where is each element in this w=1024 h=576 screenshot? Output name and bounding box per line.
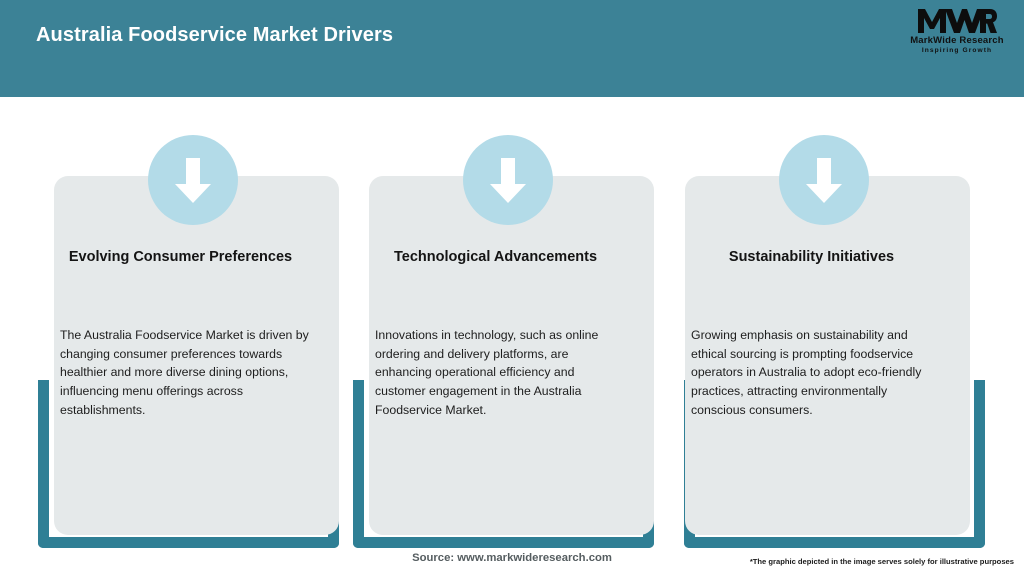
page-header: Australia Foodservice Market Drivers Mar… <box>0 0 1024 97</box>
brand-tagline: Inspiring Growth <box>921 47 993 54</box>
driver-card-3: Sustainability Initiatives Growing empha… <box>669 97 985 548</box>
driver-card-1: Evolving Consumer Preferences The Austra… <box>38 97 354 548</box>
driver-title: Technological Advancements <box>393 249 598 265</box>
arrow-down-icon <box>779 135 869 225</box>
brand-name: MarkWide Research <box>910 35 1004 46</box>
card-surface <box>369 176 654 535</box>
driver-description: The Australia Foodservice Market is driv… <box>60 328 309 417</box>
mwr-logo-icon <box>917 8 997 34</box>
disclaimer-note: *The graphic depicted in the image serve… <box>749 557 1014 566</box>
source-label: Source: www.markwideresearch.com <box>412 552 612 564</box>
driver-title: Sustainability Initiatives <box>728 249 895 265</box>
driver-description: Growing emphasis on sustainability and e… <box>691 328 922 417</box>
page-title: Australia Foodservice Market Drivers <box>36 24 394 46</box>
card-surface <box>685 176 970 535</box>
arrow-down-icon <box>148 135 238 225</box>
driver-title: Evolving Consumer Preferences <box>68 249 293 265</box>
driver-card-2: Technological Advancements Innovations i… <box>353 97 669 548</box>
driver-description: Innovations in technology, such as onlin… <box>375 328 599 417</box>
brand-logo: MarkWide Research Inspiring Growth <box>904 8 1010 64</box>
drivers-board: Evolving Consumer Preferences The Austra… <box>0 97 1024 576</box>
arrow-down-icon <box>463 135 553 225</box>
card-surface <box>54 176 339 535</box>
